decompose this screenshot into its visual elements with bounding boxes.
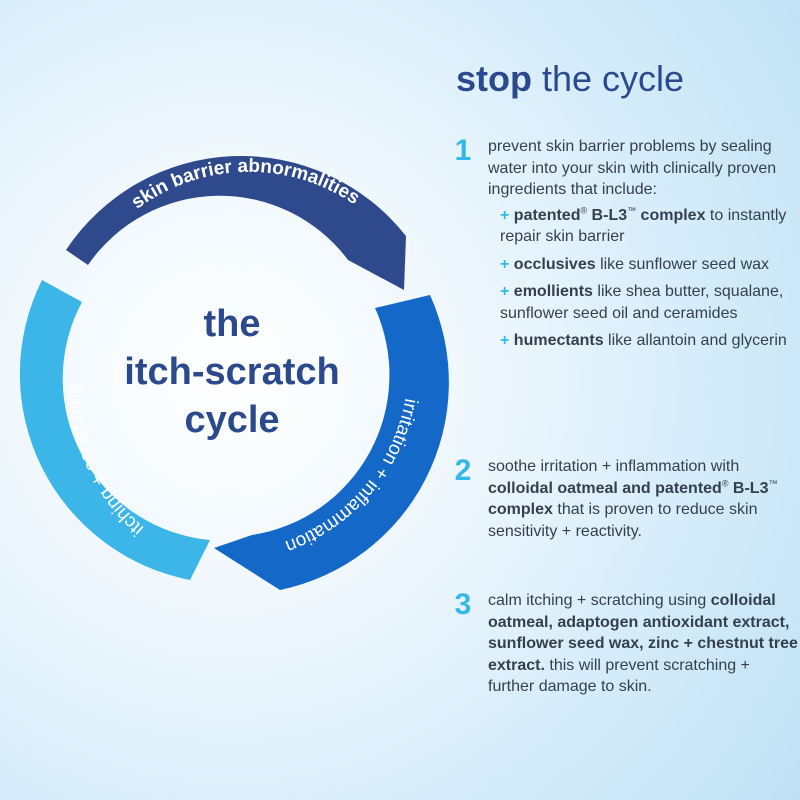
trademark-mark: ™ bbox=[627, 205, 637, 216]
step-text: that is proven to reduce skin sensitivit… bbox=[488, 501, 758, 540]
step-text: calm itching + scratching using bbox=[488, 592, 711, 609]
step-bold: B-L3 bbox=[728, 479, 769, 497]
step-bold: colloidal oatmeal, adaptogen antioxidant… bbox=[488, 592, 798, 674]
arc-skin-barrier bbox=[66, 155, 406, 290]
heading-bold: stop bbox=[456, 58, 532, 99]
bullet-bold: patented bbox=[513, 206, 581, 224]
bullet-bold: complex bbox=[636, 206, 706, 224]
registered-mark: ® bbox=[721, 478, 729, 489]
plus-icon: + bbox=[500, 206, 510, 224]
plus-icon: + bbox=[500, 283, 510, 300]
plus-icon: + bbox=[500, 332, 510, 349]
bullet-text: to instantly repair skin barrier bbox=[500, 206, 787, 246]
bullet-bold: B-L3 bbox=[587, 206, 628, 224]
step-bold: colloidal oatmeal and patented bbox=[488, 479, 722, 497]
bullet-bold: emollients bbox=[513, 283, 593, 300]
bullet-bold: occlusives bbox=[513, 255, 596, 273]
list-item: + occlusives like sunflower seed wax bbox=[500, 254, 798, 276]
trademark-mark: ™ bbox=[768, 478, 778, 489]
heading-rest: the cycle bbox=[532, 58, 685, 99]
step-text: this will prevent scratching + further d… bbox=[488, 656, 750, 696]
step-intro: prevent skin barrier problems by sealing… bbox=[488, 138, 777, 198]
arc-itching bbox=[19, 280, 210, 580]
center-title-line: the bbox=[203, 303, 261, 345]
step-body: soothe irritation + inflammation with co… bbox=[488, 456, 798, 542]
center-title-line: cycle bbox=[184, 399, 280, 441]
bullet-bold: humectants bbox=[513, 332, 604, 349]
step-bold: complex bbox=[488, 501, 553, 518]
list-item: + humectants like allantoin and glycerin bbox=[500, 330, 798, 352]
step-number: 3 bbox=[454, 588, 472, 621]
registered-mark: ® bbox=[580, 205, 588, 216]
list-item: + patented® B-L3™ complex to instantly r… bbox=[500, 205, 798, 248]
bullet-text: like shea butter, squalane, sunflower se… bbox=[500, 283, 784, 322]
bullet-text: like allantoin and glycerin bbox=[603, 332, 787, 349]
page-heading: stop the cycle bbox=[456, 58, 684, 100]
bullet-text: like sunflower seed wax bbox=[595, 255, 770, 273]
step-number: 1 bbox=[454, 134, 472, 167]
plus-icon: + bbox=[500, 255, 510, 273]
step-body: prevent skin barrier problems by sealing… bbox=[488, 136, 798, 358]
list-item: + emollients like shea butter, squalane,… bbox=[500, 281, 798, 324]
center-title-line: itch-scratch bbox=[124, 351, 340, 393]
arc-irritation bbox=[214, 295, 449, 590]
step-number: 2 bbox=[454, 454, 472, 487]
ingredient-list: + patented® B-L3™ complex to instantly r… bbox=[500, 205, 798, 352]
step-body: calm itching + scratching using colloida… bbox=[488, 590, 798, 698]
cycle-center-title: the itch-scratch cycle bbox=[96, 300, 368, 444]
step-text: soothe irritation + inflammation with bbox=[488, 458, 740, 475]
